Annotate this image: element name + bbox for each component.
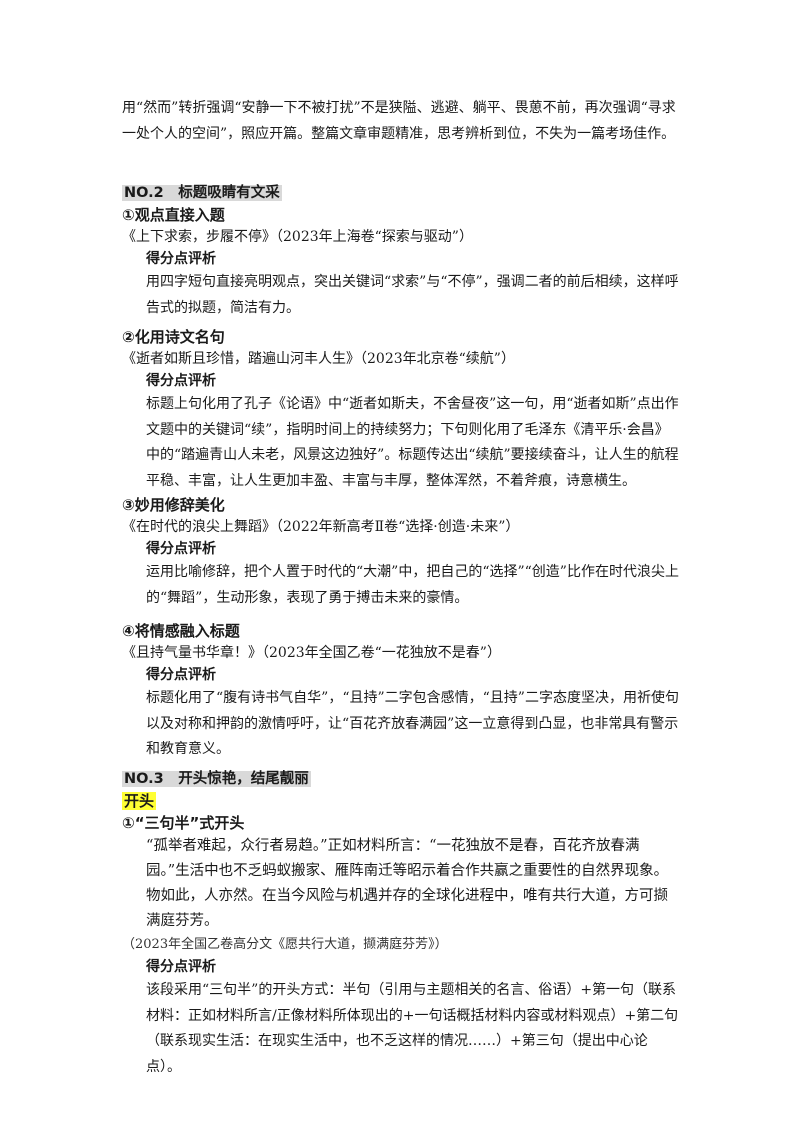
- section-3: NO.3 开头惊艳，结尾靓丽 开头 ①“三句半”式开头 “孤举者难起，众行者易趋…: [122, 768, 682, 1080]
- item-title: 《逝者如斯且珍惜，踏遍山河丰人生》（2023年北京卷“续航”）: [122, 351, 515, 367]
- intro-block: 用“然而”转折强调“安静一下不被打扰”不是狭隘、逃避、躺平、畏葸不前，再次强调“…: [122, 96, 682, 147]
- analysis-paragraph: 该段采用“三句半”的开头方式：半句（引用与主题相关的名言、俗语）+第一句（联系材…: [146, 982, 679, 1075]
- item-title: 《上下求索，步履不停》（2023年上海卷“探索与驱动”）: [122, 229, 473, 245]
- item-title: 《在时代的浪尖上舞蹈》（2022年新高考Ⅱ卷“选择·创造·未来”）: [122, 519, 520, 535]
- highlight-tag: 开头: [122, 792, 157, 810]
- score-label: 得分点评析: [146, 959, 216, 975]
- analysis-paragraph: 标题化用了“腹有诗书气自华”，“且持”二字包含感情，“且持”二字态度坚决，用祈使…: [146, 690, 679, 757]
- analysis-paragraph: 用四字短句直接亮明观点，突出关键词“求索”与“不停”，强调二者的前后相续，这样呼…: [146, 274, 679, 316]
- section-2-item-3: ③妙用修辞美化 《在时代的浪尖上舞蹈》（2022年新高考Ⅱ卷“选择·创造·未来”…: [122, 494, 682, 611]
- section-2-item-4: ④将情感融入标题 《且持气量书华章！》（2023年全国乙卷“一花独放不是春”） …: [122, 620, 682, 763]
- section-2-item-2: ②化用诗文名句 《逝者如斯且珍惜，踏遍山河丰人生》（2023年北京卷“续航”） …: [122, 326, 682, 494]
- item-subheading: ④将情感融入标题: [122, 622, 240, 640]
- item-title: 《且持气量书华章！》（2023年全国乙卷“一花独放不是春”）: [122, 645, 501, 661]
- tag-line: 开头: [122, 790, 682, 812]
- section-2: NO.2 标题吸睛有文采 ①观点直接入题 《上下求索，步履不停》（2023年上海…: [122, 182, 682, 321]
- item-subheading: ②化用诗文名句: [122, 328, 225, 346]
- intro-paragraph: 用“然而”转折强调“安静一下不被打扰”不是狭隘、逃避、躺平、畏葸不前，再次强调“…: [122, 100, 676, 142]
- analysis-paragraph: 运用比喻修辞，把个人置于时代的“大潮”中，把自己的“选择”“创造”比作在时代浪尖…: [146, 564, 679, 606]
- section-heading: NO.3 开头惊艳，结尾靓丽: [122, 768, 682, 790]
- item-subheading: ①“三句半”式开头: [122, 814, 245, 832]
- score-label: 得分点评析: [146, 667, 216, 683]
- quote-paragraph: “孤举者难起，众行者易趋。”正如材料所言：“一花独放不是春，百花齐放春满园。”生…: [146, 838, 669, 929]
- analysis-paragraph: 标题上句化用了孔子《论语》中“逝者如斯夫，不舍昼夜”这一句，用“逝者如斯”点出作…: [146, 396, 679, 489]
- item-subheading: ①观点直接入题: [122, 206, 225, 224]
- section-heading: NO.2 标题吸睛有文采: [122, 182, 682, 204]
- score-label: 得分点评析: [146, 541, 216, 557]
- score-label: 得分点评析: [146, 373, 216, 389]
- source-citation: （2023年全国乙卷高分文《愿共行大道，撷满庭芬芳》）: [122, 937, 448, 952]
- section-heading-text: NO.2 标题吸睛有文采: [122, 185, 282, 201]
- score-label: 得分点评析: [146, 251, 216, 267]
- section-heading-text: NO.3 开头惊艳，结尾靓丽: [122, 771, 311, 787]
- item-subheading: ③妙用修辞美化: [122, 496, 225, 514]
